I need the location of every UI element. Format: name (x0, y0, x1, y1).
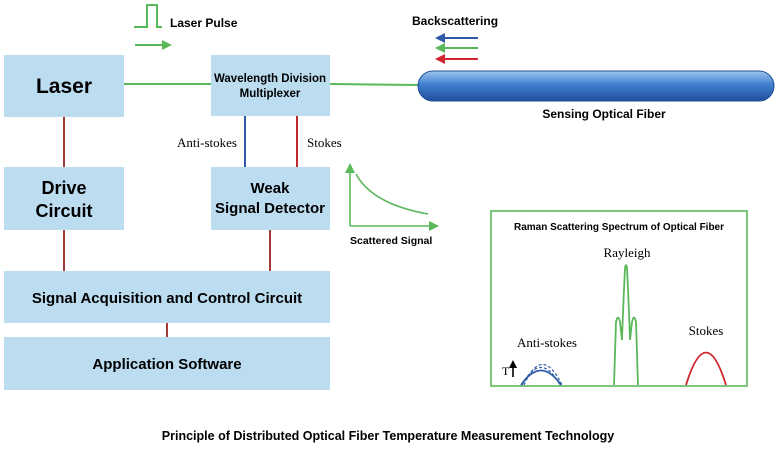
software-block (4, 337, 330, 390)
backscattering-label: Backscattering (412, 14, 498, 28)
spectrum-title: Raman Scattering Spectrum of Optical Fib… (514, 222, 724, 233)
laser-block (4, 55, 124, 117)
acquisition-block (4, 271, 330, 323)
acquisition-label: Signal Acquisition and Control Circuit (32, 290, 302, 307)
scattered-x-arrow-icon (429, 221, 439, 231)
stokes-peak (685, 351, 727, 386)
drive-circuit-block (4, 167, 124, 230)
laser-pulse-arrow-icon (162, 40, 172, 50)
diagram-caption: Principle of Distributed Optical Fiber T… (162, 429, 614, 443)
spectrum-stokes-label: Stokes (689, 323, 724, 338)
rayleigh-peak (613, 264, 639, 386)
detector-block (211, 167, 330, 230)
spectrum-panel (490, 210, 748, 387)
drive-label-line2: Circuit (35, 201, 92, 221)
anti-stokes-label: Anti-stokes (177, 135, 237, 150)
laser-pulse-icon (134, 4, 162, 28)
temperature-arrow-icon (509, 360, 517, 368)
wdm-label-line1: Wavelength Division (214, 73, 326, 85)
software-label: Application Software (92, 356, 241, 373)
backscatter-arrow-red-icon (435, 54, 445, 64)
wdm-block (211, 55, 330, 116)
spectrum-anti-stokes-label: Anti-stokes (517, 335, 577, 350)
sensing-fiber-label: Sensing Optical Fiber (542, 107, 666, 121)
scattered-decay-curve (355, 173, 429, 215)
scattered-y-arrow-icon (345, 163, 355, 173)
detector-label-line2: Signal Detector (215, 200, 325, 217)
anti-stokes-peak (520, 369, 562, 386)
stokes-label: Stokes (307, 135, 342, 150)
sensing-fiber (417, 70, 775, 102)
detector-label-line1: Weak (251, 180, 291, 197)
wdm-label-line2: Multiplexer (240, 88, 301, 100)
laser-label: Laser (36, 75, 92, 98)
temperature-symbol: T (502, 364, 510, 378)
scattered-signal-label: Scattered Signal (350, 235, 432, 247)
anti-stokes-peak-dashed-2 (523, 364, 563, 386)
laser-pulse-label: Laser Pulse (170, 16, 238, 30)
wdm-to-fiber-line (329, 83, 421, 86)
drive-label-line1: Drive (41, 178, 86, 198)
anti-stokes-peak-dashed-1 (521, 367, 561, 386)
backscatter-arrow-green-icon (435, 43, 445, 53)
backscatter-arrow-blue-icon (435, 33, 445, 43)
rayleigh-label: Rayleigh (604, 245, 651, 260)
